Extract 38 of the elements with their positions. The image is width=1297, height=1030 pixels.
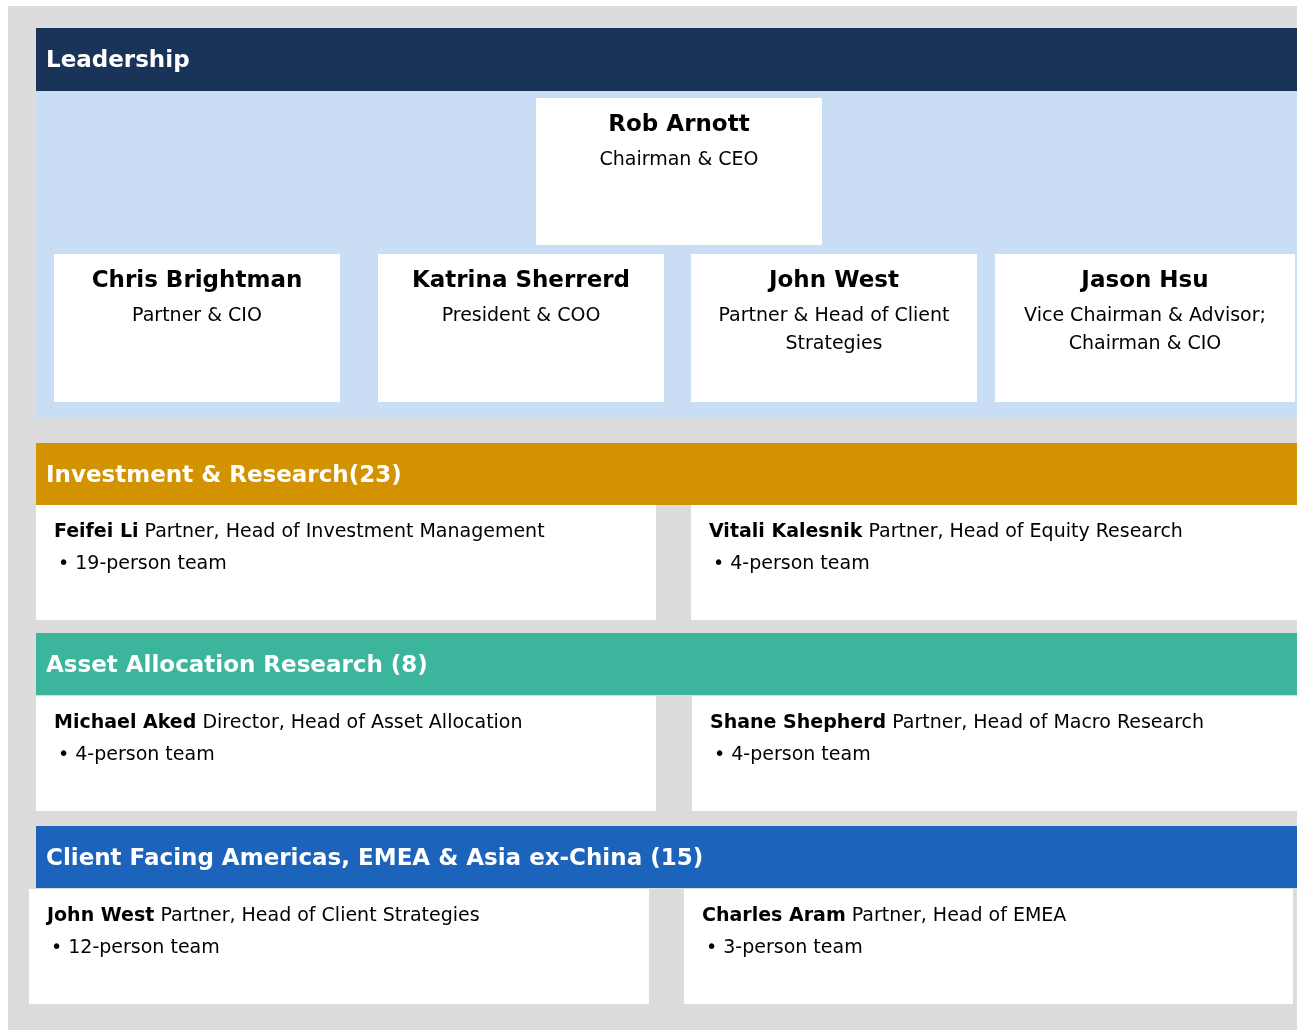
section-header: Investment & Research(23) [36, 443, 1297, 505]
team-lead: Charles Aram Partner, Head of EMEA [702, 903, 1068, 925]
person-card [691, 254, 977, 402]
section-header: Asset Allocation Research (8) [36, 633, 1297, 695]
job-title: President & COO [440, 302, 602, 327]
person-name: John West [766, 266, 900, 292]
team-lead: Shane Shepherd Partner, Head of Macro Research [710, 710, 1206, 732]
section-panel [36, 28, 1297, 417]
team-size: • 12-person team [51, 935, 221, 957]
team-size: • 3-person team [706, 935, 864, 957]
job-title: Partner & Head of Client Strategies [717, 302, 951, 355]
person-card [536, 98, 822, 245]
team-size: • 4-person team [58, 742, 216, 764]
team-size: • 4-person team [713, 551, 871, 573]
person-name: Jason Hsu [1079, 266, 1210, 292]
team-card [684, 889, 1293, 1004]
person-card [54, 254, 340, 402]
person-card [995, 254, 1295, 402]
job-title: Partner & CIO [131, 302, 263, 327]
team-card [36, 696, 656, 811]
team-lead: John West Partner, Head of Client Strategies [47, 903, 481, 925]
team-size: • 19-person team [58, 551, 228, 573]
section-header: Client Facing Americas, EMEA & Asia ex-China (15) [36, 826, 1297, 888]
team-lead: Feifei Li Partner, Head of Investment Management [54, 519, 546, 541]
job-title: Chairman & CEO [598, 146, 760, 171]
person-name: Chris Brightman [90, 266, 304, 292]
team-size: • 4-person team [714, 742, 872, 764]
section-header: Leadership [36, 28, 1297, 91]
team-lead: Michael Aked Director, Head of Asset Allocation [54, 710, 524, 732]
team-card [36, 505, 656, 620]
person-name: Rob Arnott [607, 110, 751, 136]
team-lead: Vitali Kalesnik Partner, Head of Equity Research [709, 519, 1184, 541]
person-name: Katrina Sherrerd [410, 266, 632, 292]
team-card [29, 889, 649, 1004]
person-card [378, 254, 664, 402]
team-card [692, 696, 1297, 811]
job-title: Vice Chairman & Advisor; Chairman & CIO [1023, 302, 1267, 355]
team-card [691, 505, 1297, 620]
